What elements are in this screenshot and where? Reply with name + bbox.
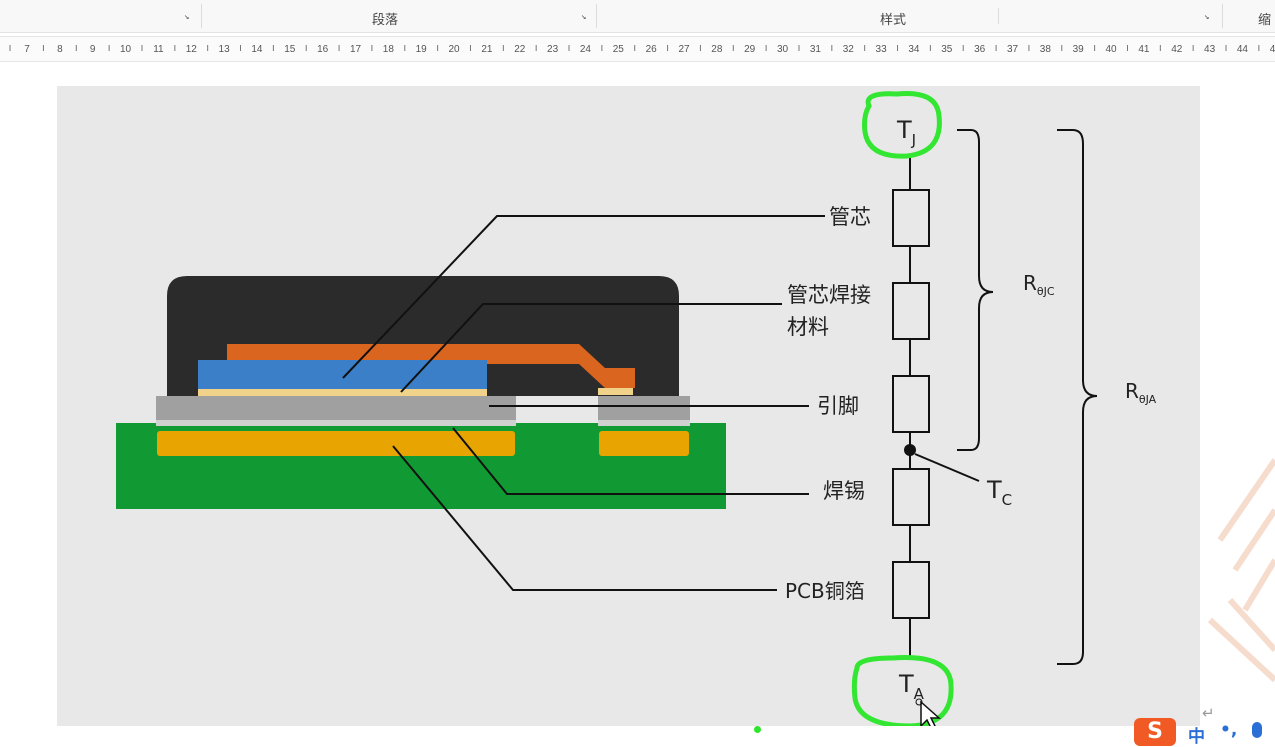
resistor-die <box>892 189 930 247</box>
ruler-number: 37 <box>1007 44 1019 55</box>
ruler-number: 18 <box>383 44 395 55</box>
ime-mode-toggle[interactable]: 中 <box>1188 727 1205 747</box>
ruler-number: 20 <box>448 44 460 55</box>
cursor-trail-dot <box>754 726 761 733</box>
label-solder: 焊锡 <box>823 479 865 503</box>
ruler-number: 13 <box>219 44 231 55</box>
group-label-styles: 样式 <box>880 13 907 28</box>
ruler-number: 7 <box>24 44 30 55</box>
case-node-dot <box>904 444 916 456</box>
group-label-truncated: 缩 <box>1258 13 1272 28</box>
copper-clip <box>227 344 635 388</box>
paragraph-return-mark: ↵ <box>1202 704 1215 722</box>
ruler-number: 17 <box>350 44 362 55</box>
label-die: 管芯 <box>829 205 871 229</box>
ruler-number: 21 <box>481 44 493 55</box>
group-label-paragraph: 段落 <box>372 13 399 28</box>
solder-right <box>599 431 689 456</box>
ruler-number: 27 <box>678 44 690 55</box>
ime-logo-icon[interactable]: S <box>1134 718 1176 746</box>
group-separator <box>201 4 202 28</box>
label-pcb-copper: PCB铜箔 <box>785 579 865 603</box>
mouse-pointer-icon <box>920 700 941 726</box>
resistor-lead <box>892 375 930 433</box>
microphone-icon[interactable] <box>1252 722 1262 738</box>
ruler-number: 35 <box>941 44 953 55</box>
style-scroll-divider <box>998 8 999 24</box>
ruler-number: 38 <box>1040 44 1052 55</box>
ruler-number: 30 <box>777 44 789 55</box>
horizontal-ruler[interactable]: 7 8 9 10 11 12 13 14 15 16 17 18 19 20 21 22 23 24 25 26 27 2… <box>0 36 1275 62</box>
ruler-number: 41 <box>1138 44 1150 55</box>
rjc-label: RθJC <box>1023 271 1055 298</box>
resistor-solder <box>892 468 930 526</box>
leader-pcb-copper <box>392 445 777 591</box>
tj-highlight-circle <box>862 90 942 159</box>
label-lead: 引脚 <box>817 394 859 418</box>
ruler-number: 32 <box>843 44 855 55</box>
lead-plating-right <box>598 420 690 426</box>
font-dialog-launcher[interactable]: ↘ <box>184 12 190 22</box>
label-die-attach-line1: 管芯焊接 <box>787 283 871 307</box>
ruler-number: 45 <box>1270 44 1275 55</box>
clip-attach-layer <box>598 388 633 395</box>
ta-label: TA <box>898 670 925 703</box>
ruler-number: 26 <box>646 44 658 55</box>
ruler-number: 44 <box>1237 44 1249 55</box>
ruler-number: 29 <box>744 44 756 55</box>
ruler-number: 23 <box>547 44 559 55</box>
pointer-hotspot-icon <box>915 698 923 706</box>
rja-brace <box>1057 129 1098 665</box>
ruler-number: 8 <box>57 44 63 55</box>
thermal-resistance-diagram[interactable]: 管芯 管芯焊接 材料 引脚 焊锡 PCB铜箔 TJ TC TA RθJC RθJ… <box>57 86 1200 726</box>
ruler-number: 14 <box>251 44 263 55</box>
tc-label: TC <box>986 476 1012 509</box>
leader-die-attach <box>400 303 782 393</box>
ruler-number: 34 <box>908 44 920 55</box>
ruler-number: 25 <box>613 44 625 55</box>
rjc-brace <box>957 129 994 451</box>
ruler-number: 16 <box>317 44 329 55</box>
leader-solder <box>452 427 809 495</box>
ruler-number: 12 <box>186 44 198 55</box>
group-separator <box>1222 4 1223 28</box>
leader-die <box>342 215 825 379</box>
rja-label: RθJA <box>1125 379 1157 406</box>
background-pattern <box>1207 458 1275 683</box>
tc-leader <box>914 453 980 482</box>
ruler-number: 24 <box>580 44 592 55</box>
lead-plating-left <box>156 420 516 426</box>
ruler-number: 36 <box>974 44 986 55</box>
ruler-number: 11 <box>153 44 164 55</box>
group-separator <box>596 4 597 28</box>
solder-left <box>157 431 515 456</box>
ruler-number: 33 <box>876 44 888 55</box>
ime-toolbar[interactable]: S 中 •, <box>1132 716 1275 747</box>
styles-dialog-launcher[interactable]: ↘ <box>1204 12 1210 22</box>
ribbon-group-strip: ↘ 段落 ↘ 样式 ↘ 缩 <box>0 0 1275 33</box>
ruler-number: 39 <box>1073 44 1085 55</box>
paragraph-dialog-launcher[interactable]: ↘ <box>581 12 587 22</box>
ruler-number: 28 <box>711 44 723 55</box>
ruler-number: 10 <box>120 44 132 55</box>
label-die-attach-line2: 材料 <box>787 315 829 339</box>
resistor-pcb-copper <box>892 561 930 619</box>
die-block <box>198 360 487 390</box>
ruler-number: 9 <box>90 44 96 55</box>
tj-label: TJ <box>896 116 916 149</box>
ruler-number: 42 <box>1171 44 1183 55</box>
ruler-number: 43 <box>1204 44 1216 55</box>
ruler-number: 22 <box>514 44 526 55</box>
ta-highlight-circle <box>851 655 954 726</box>
ruler-number: 40 <box>1105 44 1117 55</box>
ruler-number: 31 <box>810 44 822 55</box>
ime-punctuation-toggle[interactable]: •, <box>1220 720 1238 740</box>
die-attach-layer <box>198 389 487 396</box>
ruler-number: 15 <box>284 44 296 55</box>
resistor-die-attach <box>892 282 930 340</box>
ruler-number: 19 <box>416 44 428 55</box>
